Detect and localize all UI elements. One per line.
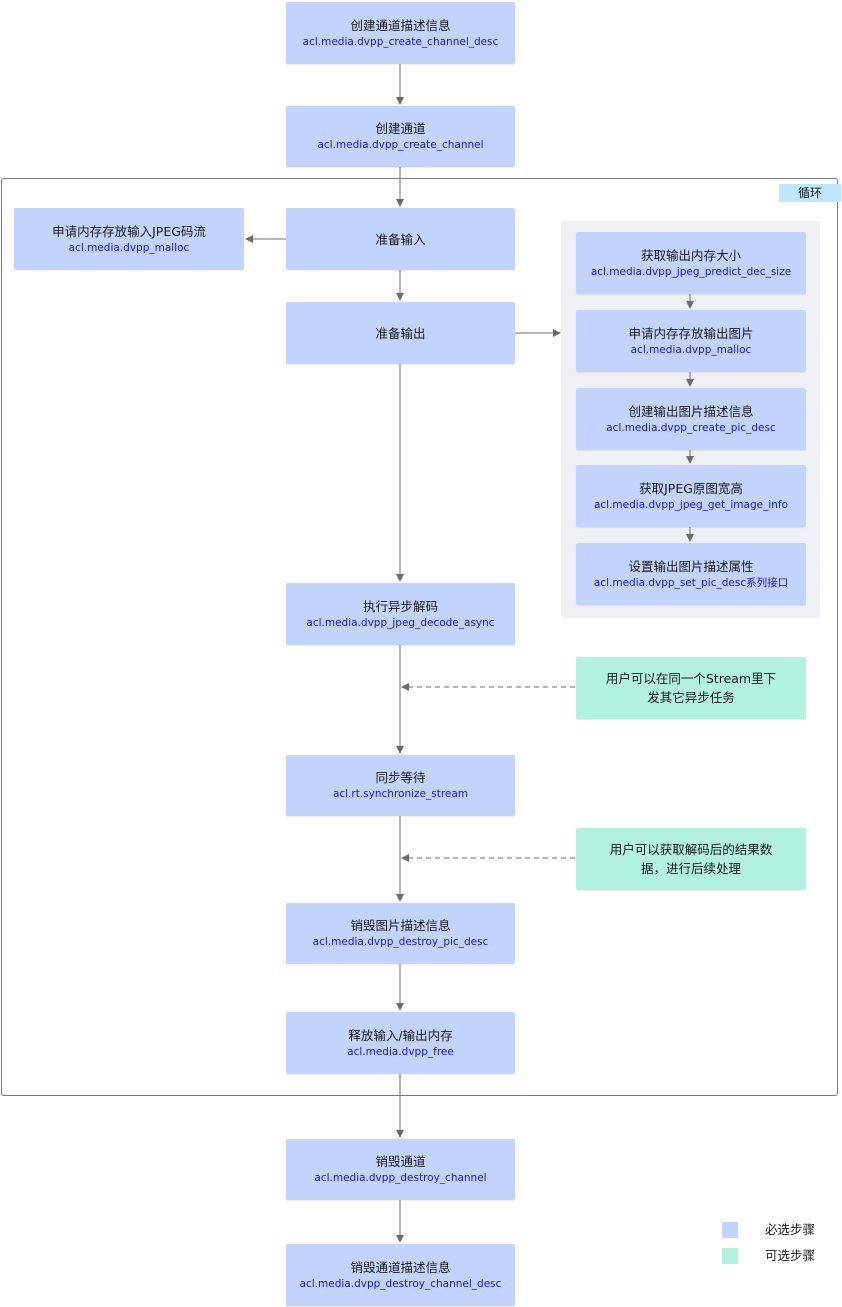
node-title: 创建通道 (375, 121, 426, 136)
node-api: acl.media.dvpp_destroy_pic_desc (312, 936, 489, 948)
node-api: acl.media.dvpp_create_pic_desc (606, 421, 776, 434)
node-create-channel: 创建通道 acl.media.dvpp_create_channel (286, 106, 515, 167)
node-title: 销毁图片描述信息 (350, 918, 451, 933)
node-title: 创建通道描述信息 (350, 17, 451, 33)
node-title: 准备输入 (375, 231, 426, 247)
node-api: acl.media.dvpp_destroy_channel_desc (299, 1277, 502, 1290)
node-destroy-pic-desc: 销毁图片描述信息 acl.media.dvpp_destroy_pic_desc (286, 903, 515, 964)
node-malloc-output: 申请内存存放输出图片 acl.media.dvpp_malloc (576, 310, 806, 372)
node-title: 释放输入/输出内存 (348, 1027, 453, 1043)
node-create-pic-desc: 创建输出图片描述信息 acl.media.dvpp_create_pic_des… (576, 388, 806, 450)
node-title: 设置输出图片描述属性 (628, 558, 754, 574)
node-decode-async: 执行异步解码 acl.media.dvpp_jpeg_decode_async (286, 583, 515, 645)
loop-label: 循环 (779, 184, 841, 202)
node-api: acl.media.dvpp_set_pic_desc系列接口 (593, 576, 789, 589)
node-api: acl.media.dvpp_jpeg_decode_async (306, 616, 495, 629)
node-title: 申请内存存放输入JPEG码流 (52, 223, 206, 239)
legend-optional-swatch (722, 1248, 738, 1264)
node-api: acl.media.dvpp_malloc (630, 343, 752, 356)
legend-required-label: 必选步骤 (765, 1222, 816, 1237)
node-sync-wait: 同步等待 acl.rt.synchronize_stream (286, 755, 515, 816)
node-api: acl.rt.synchronize_stream (332, 788, 469, 800)
node-destroy-channel: 销毁通道 acl.media.dvpp_destroy_channel (286, 1139, 515, 1200)
node-get-image-info: 获取JPEG原图宽高 acl.media.dvpp_jpeg_get_image… (576, 465, 806, 527)
node-set-pic-desc: 设置输出图片描述属性 acl.media.dvpp_set_pic_desc系列… (576, 543, 806, 605)
node-api: acl.media.dvpp_create_channel (317, 139, 484, 151)
note-async-tasks: 用户可以在同一个Stream里下发其它异步任务 (576, 657, 806, 719)
node-title: 申请内存存放输出图片 (628, 325, 754, 341)
node-api: acl.media.dvpp_jpeg_get_image_info (593, 498, 789, 511)
node-api: acl.media.dvpp_jpeg_predict_dec_size (590, 265, 792, 278)
node-prepare-output: 准备输出 (286, 302, 515, 364)
node-title: 获取JPEG原图宽高 (639, 480, 743, 496)
node-prepare-input: 准备输入 (286, 208, 515, 270)
node-malloc-input: 申请内存存放输入JPEG码流 acl.media.dvpp_malloc (14, 208, 244, 270)
node-title: 销毁通道描述信息 (350, 1259, 451, 1275)
node-api: acl.media.dvpp_malloc (68, 241, 190, 254)
node-create-channel-desc: 创建通道描述信息 acl.media.dvpp_create_channel_d… (286, 2, 515, 64)
node-title: 执行异步解码 (362, 598, 438, 614)
node-predict-size: 获取输出内存大小 acl.media.dvpp_jpeg_predict_dec… (576, 232, 806, 294)
legend-optional-label: 可选步骤 (765, 1248, 816, 1263)
node-title: 创建输出图片描述信息 (628, 403, 754, 419)
note-process-result: 用户可以获取解码后的结果数据，进行后续处理 (576, 828, 806, 890)
node-api: acl.media.dvpp_free (347, 1045, 454, 1058)
node-title: 销毁通道 (375, 1154, 426, 1169)
node-destroy-channel-desc: 销毁通道描述信息 acl.media.dvpp_destroy_channel_… (286, 1244, 515, 1306)
node-title: 获取输出内存大小 (640, 247, 741, 263)
node-title: 准备输出 (375, 325, 426, 341)
note-text: 用户可以获取解码后的结果数据，进行后续处理 (609, 842, 773, 876)
loop-frame (1, 178, 838, 1096)
node-free-memory: 释放输入/输出内存 acl.media.dvpp_free (286, 1012, 515, 1074)
node-api: acl.media.dvpp_destroy_channel (314, 1172, 487, 1184)
node-api: acl.media.dvpp_create_channel_desc (302, 35, 499, 48)
node-title: 同步等待 (375, 770, 426, 785)
legend-required-swatch (722, 1222, 738, 1238)
note-text: 用户可以在同一个Stream里下发其它异步任务 (605, 671, 777, 705)
